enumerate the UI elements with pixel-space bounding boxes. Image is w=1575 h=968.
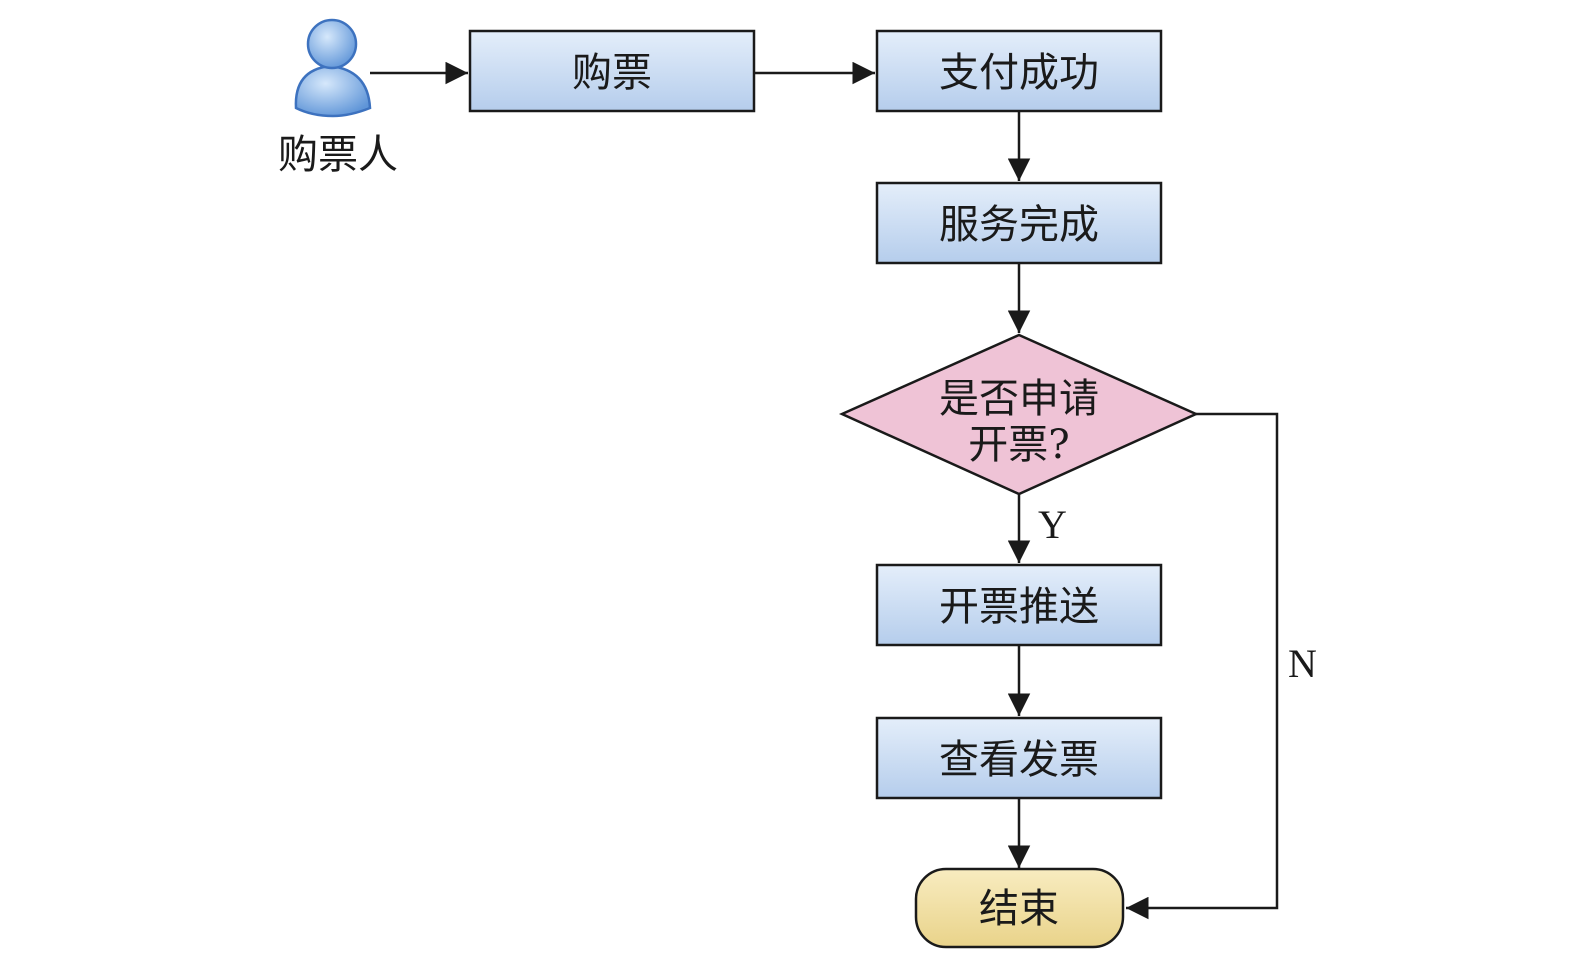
node-end-label: 结束 (979, 886, 1059, 932)
node-end: 结束 (914, 867, 1125, 949)
edge-label-no: N (1288, 641, 1317, 686)
node-purchase: 购票 (468, 29, 756, 113)
node-purchase-label: 购票 (572, 50, 652, 96)
arrow-decision-no (1126, 412, 1279, 920)
node-payment-success-label: 支付成功 (939, 50, 1099, 96)
node-decision: 是否申请 开票? (838, 333, 1200, 496)
node-invoice-push-label: 开票推送 (939, 584, 1099, 630)
node-invoice-push: 开票推送 (875, 563, 1163, 647)
node-service-complete: 服务完成 (875, 181, 1163, 265)
user-icon (294, 18, 372, 118)
edge-label-yes: Y (1038, 502, 1067, 547)
node-service-complete-label: 服务完成 (939, 202, 1099, 248)
node-view-invoice-label: 查看发票 (939, 737, 1099, 783)
node-decision-label-line2: 开票? (968, 422, 1069, 468)
node-decision-label-line1: 是否申请 (939, 376, 1099, 422)
node-payment-success: 支付成功 (875, 29, 1163, 113)
actor-label: 购票人 (278, 132, 398, 178)
connectors (370, 61, 1279, 920)
node-view-invoice: 查看发票 (875, 716, 1163, 800)
